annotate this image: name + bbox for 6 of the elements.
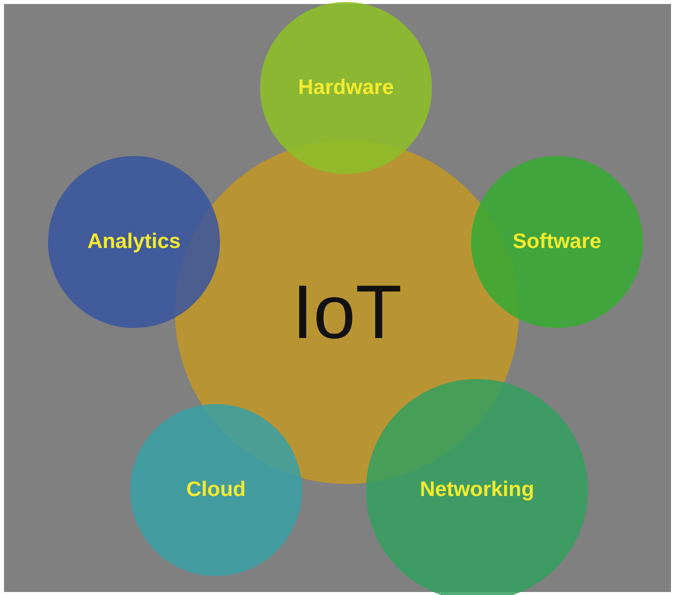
topic-label: Analytics — [87, 230, 181, 254]
topic-label: Cloud — [186, 478, 246, 502]
topic-label: Networking — [420, 478, 534, 502]
topic-label: Hardware — [298, 76, 394, 100]
center-label: IoT — [292, 268, 402, 356]
topic-label: Software — [512, 230, 602, 254]
